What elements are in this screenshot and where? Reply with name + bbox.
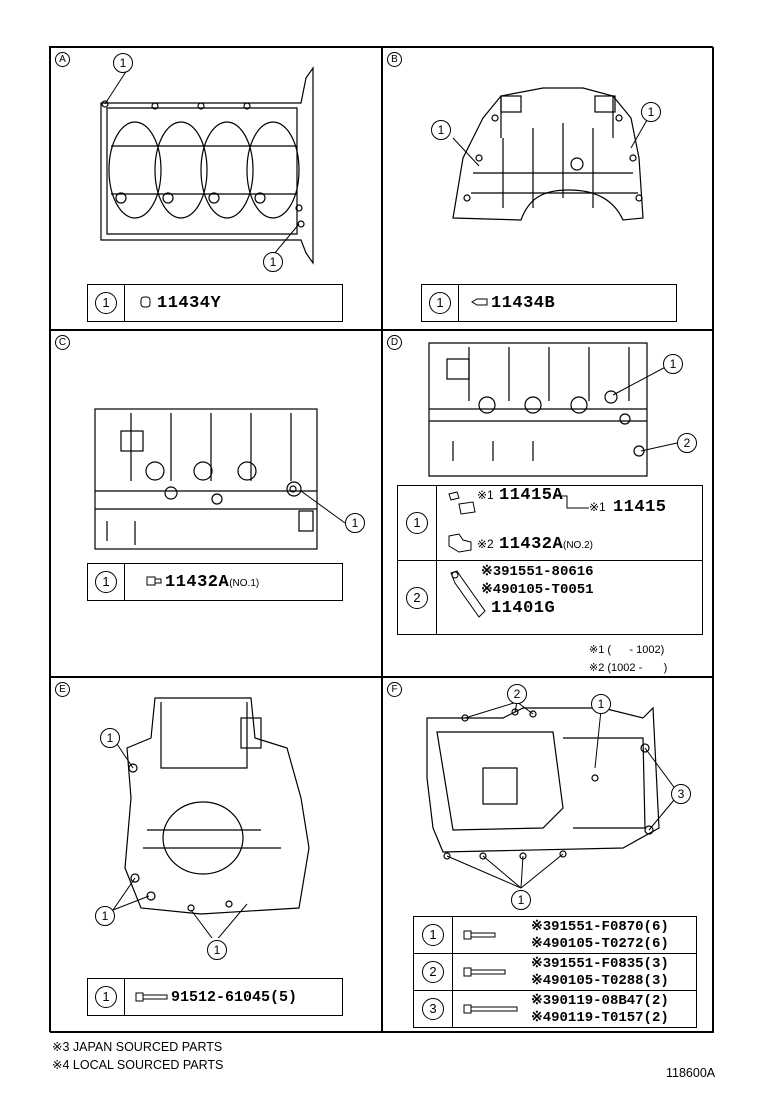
callout-1: 1 — [207, 940, 227, 960]
part-note: (NO.1) — [229, 577, 260, 589]
plug-icon — [140, 296, 151, 308]
parts-table: 1 91512-61045(5) — [87, 978, 343, 1016]
table-row: 1 11434B — [421, 284, 677, 322]
parts-table: 1 11432A(NO.1) — [87, 563, 343, 601]
part-number[interactable]: ※390119-08B47(2) — [531, 993, 669, 1009]
parts-table: 1 ※391551-F0870(6) ※490105-T0272(6) 2 ※3… — [413, 916, 697, 1028]
panel-label: C — [55, 335, 70, 350]
footnote-local: ※4 LOCAL SOURCED PARTS — [52, 1058, 224, 1072]
part-number[interactable]: ※391551-F0835(3) — [531, 956, 669, 972]
callout-1: 1 — [95, 906, 115, 926]
cylinder-block-front-view — [452, 87, 648, 221]
mark-2: ※2 — [477, 537, 494, 551]
date-note: ※1 ( - 1002) — [589, 644, 665, 656]
part-number[interactable]: ※490105-T0051 — [481, 582, 594, 598]
part-number[interactable]: 11415A — [499, 486, 564, 505]
panel-label: F — [387, 682, 402, 697]
parts-table: 1 11434B — [421, 284, 677, 322]
part-number[interactable]: ※391551-80616 — [481, 564, 594, 580]
callout-1: 1 — [345, 513, 365, 533]
ref-number: 1 — [429, 292, 451, 314]
table-row: 1 91512-61045(5) — [87, 978, 343, 1016]
parts-table: 1 ※1 11415A ※1 11415 ※2 — [397, 485, 703, 635]
panel-a: A 1 1 1 — [50, 47, 382, 330]
cylinder-block-top-view — [100, 66, 314, 265]
callout-1: 1 — [100, 728, 120, 748]
bolt-icon — [135, 992, 168, 1002]
bolt-icon — [463, 930, 496, 940]
table-row: 1 11432A(NO.1) — [87, 563, 343, 601]
mark-1: ※1 — [477, 488, 494, 502]
illustration-code: 118600A — [666, 1066, 716, 1080]
callout-1: 1 — [113, 53, 133, 73]
part-number[interactable]: 11434Y — [157, 293, 222, 313]
callout-1: 1 — [431, 120, 451, 140]
callout-2: 2 — [507, 684, 527, 704]
table-row: 2 ※391551-80616 ※490105-T0051 11401G — [397, 560, 703, 635]
knock-sensor-icon — [448, 533, 472, 553]
callout-1: 1 — [511, 890, 531, 910]
diagram-sheet: A 1 1 1 — [49, 46, 714, 1033]
panel-d: D 1 2 1 — [382, 330, 714, 677]
callout-1: 1 — [641, 102, 661, 122]
callout-1: 1 — [591, 694, 611, 714]
panel-label: A — [55, 52, 70, 67]
ref-number: 2 — [406, 586, 428, 609]
part-number[interactable]: 11432A — [165, 572, 230, 592]
plug-icon — [471, 298, 488, 306]
panel-b: B 1 1 1 11434B — [382, 47, 714, 330]
part-number[interactable]: 11434B — [491, 293, 556, 313]
ref-number: 1 — [95, 571, 117, 593]
panel-f: F 2 1 3 1 — [382, 677, 714, 1033]
bracket-line — [555, 495, 589, 509]
ref-number: 3 — [422, 998, 444, 1020]
ref-number: 1 — [95, 292, 117, 314]
panel-label: D — [387, 335, 402, 350]
cylinder-block-end-view — [112, 697, 310, 938]
bolt-icon — [463, 1004, 518, 1014]
ref-number: 2 — [422, 961, 444, 983]
bolt-icon — [463, 967, 506, 977]
table-row: 1 11434Y — [87, 284, 343, 322]
panel-label: B — [387, 52, 402, 67]
table-row: 1 ※1 11415A ※1 11415 ※2 — [397, 485, 703, 561]
callout-3: 3 — [671, 784, 691, 804]
cylinder-block-side-view — [94, 408, 346, 550]
part-note: (NO.2) — [563, 540, 593, 551]
part-number[interactable]: 91512-61045(5) — [171, 989, 298, 1006]
part-number[interactable]: 11401G — [491, 599, 556, 618]
part-number[interactable]: 11415 — [613, 498, 667, 517]
callout-1: 1 — [263, 252, 283, 272]
ref-number: 1 — [95, 986, 117, 1008]
mark-1: ※1 — [589, 500, 606, 514]
panel-e: E 1 1 1 1 91512-61045(5) — [50, 677, 382, 1033]
callout-1: 1 — [663, 354, 683, 374]
footnote-japan: ※3 JAPAN SOURCED PARTS — [52, 1040, 223, 1054]
part-number[interactable]: ※490105-T0288(3) — [531, 973, 669, 989]
table-row: 3 ※390119-08B47(2) ※490119-T0157(2) — [413, 990, 697, 1028]
date-note: ※2 (1002 - ) — [589, 662, 668, 674]
oil-pressure-switch-icon — [448, 491, 476, 515]
cylinder-block-rear-view — [428, 342, 678, 477]
oil-pan-view — [426, 701, 680, 889]
plug-icon — [146, 576, 162, 586]
ref-number: 1 — [422, 924, 444, 946]
table-row: 1 ※391551-F0870(6) ※490105-T0272(6) — [413, 916, 697, 954]
parts-table: 1 11434Y — [87, 284, 343, 322]
part-number[interactable]: ※490105-T0272(6) — [531, 936, 669, 952]
part-number[interactable]: ※391551-F0870(6) — [531, 919, 669, 935]
panel-c: C 1 1 11432A(NO.1) — [50, 330, 382, 677]
table-row: 2 ※391551-F0835(3) ※490105-T0288(3) — [413, 953, 697, 991]
ref-number: 1 — [406, 512, 428, 534]
part-number[interactable]: ※490119-T0157(2) — [531, 1010, 669, 1026]
callout-2: 2 — [677, 433, 697, 453]
panel-label: E — [55, 682, 70, 697]
sensor-icon — [450, 570, 486, 618]
part-number[interactable]: 11432A — [499, 535, 564, 554]
